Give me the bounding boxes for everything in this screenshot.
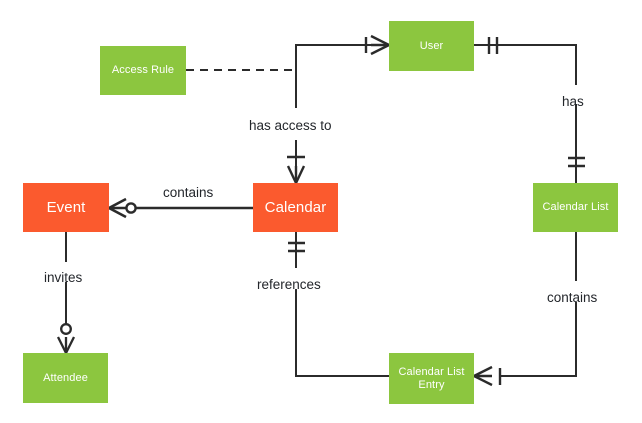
entity-attendee[interactable]: Attendee: [23, 353, 108, 403]
entity-calendar-list-entry[interactable]: Calendar List Entry: [389, 353, 474, 404]
crowsfoot-calendar-top: [286, 155, 306, 184]
entity-label: User: [419, 39, 444, 52]
entity-user[interactable]: User: [389, 21, 474, 71]
entity-access-rule[interactable]: Access Rule: [100, 46, 186, 95]
relationship-label-invites: invites: [44, 270, 83, 285]
entity-label: Calendar List: [542, 201, 609, 214]
entity-calendar-list[interactable]: Calendar List: [533, 183, 618, 232]
crowsfoot-event-right: [108, 197, 127, 219]
crowsfoot-entry-right: [473, 365, 502, 387]
entity-label: Attendee: [43, 371, 88, 384]
line-calendar-list-contains-lower: [500, 302, 577, 377]
entity-label: Calendar List Entry: [398, 365, 465, 391]
line-calendar-references-lower: [295, 289, 389, 377]
crowsfoot-user-left: [364, 34, 390, 56]
entity-calendar[interactable]: Calendar: [253, 183, 338, 232]
double-bar-calendar-list-top: [568, 156, 585, 168]
crowsfoot-attendee-top: [56, 336, 76, 354]
entity-label: Event: [46, 198, 86, 216]
line-user-to-trunk: [295, 44, 389, 108]
relationship-label-has: has: [562, 94, 584, 109]
relationship-label-contains-list: contains: [547, 290, 598, 305]
relationship-label-references: references: [257, 277, 321, 292]
entity-event[interactable]: Event: [23, 183, 109, 232]
zero-circle-attendee: [60, 323, 72, 335]
entity-label: Access Rule: [111, 64, 175, 77]
double-bar-user-right: [487, 37, 499, 54]
double-bar-calendar-bottom: [288, 241, 305, 253]
relationship-label-has-access-to: has access to: [249, 118, 332, 133]
relationship-label-contains-event: contains: [163, 185, 214, 200]
zero-circle-event: [125, 202, 137, 214]
entity-label: Calendar: [264, 198, 327, 216]
line-user-has-upper: [474, 44, 577, 85]
